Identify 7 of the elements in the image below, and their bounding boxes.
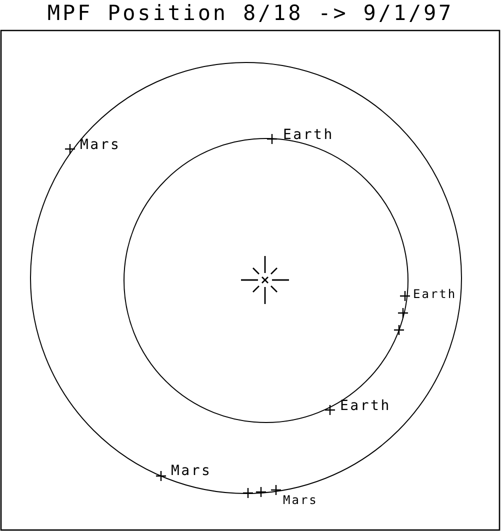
planet-label: Mars — [171, 464, 212, 478]
planet-label: Earth — [413, 288, 457, 300]
planet-label: Mars — [80, 138, 121, 152]
planet-label: Earth — [283, 128, 334, 142]
planet-label: Mars — [283, 494, 318, 506]
planet-label: Earth — [340, 399, 391, 413]
chart-title: MPF Position 8/18 -> 9/1/97 — [46, 3, 455, 24]
